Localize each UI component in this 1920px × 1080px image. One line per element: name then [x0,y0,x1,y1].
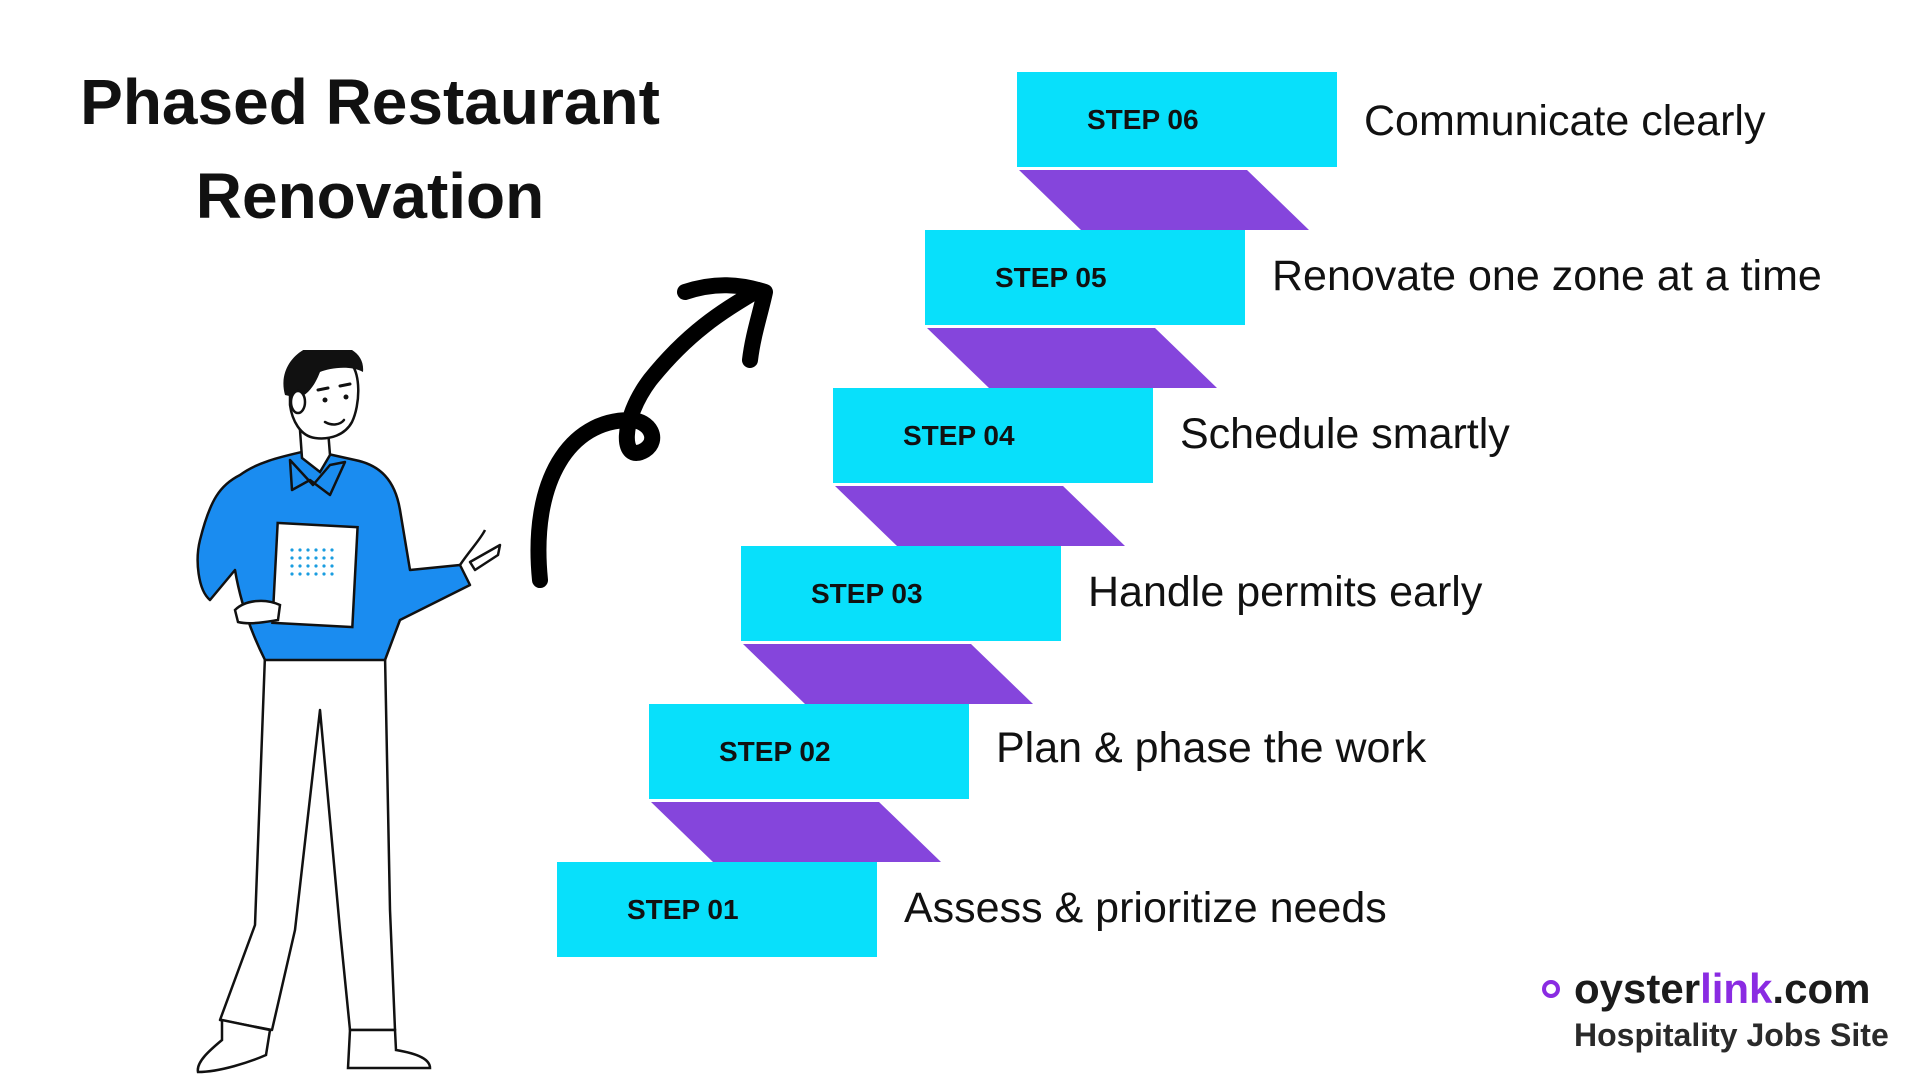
eyebrows [316,382,352,392]
step-text-01: Assess & prioritize needs [904,884,1387,932]
logo-brand-accent: link [1700,965,1773,1012]
step-box-04: STEP 04 [833,388,1153,483]
eye [322,397,328,403]
connector-3-4 [835,486,1125,546]
connector-4-5 [927,328,1217,388]
step-box-01: STEP 01 [557,862,877,957]
hair [283,350,364,398]
holding-hand [233,599,282,625]
step-label: STEP 05 [995,261,1107,293]
logo-brand-prefix: oyster [1574,965,1701,1012]
oysterlink-logo-icon [1542,980,1560,998]
step-text-05: Renovate one zone at a time [1272,252,1822,300]
step-box-05: STEP 05 [925,230,1245,325]
connector-5-6 [1019,170,1309,230]
step-text-04: Schedule smartly [1180,410,1510,458]
title-line-2: Renovation [195,160,545,232]
collar [288,458,347,497]
connector-2-3 [743,644,1033,704]
document-dots [290,548,334,576]
logo-tagline: Hospitality Jobs Site [1574,1017,1889,1053]
step-text-03: Handle permits early [1088,568,1483,616]
step-label: STEP 04 [903,419,1015,451]
step-text-06: Communicate clearly [1364,97,1766,145]
left-shoe [196,1018,272,1074]
logo-brand-suffix: .com [1772,965,1871,1012]
page-title: Phased Restaurant Renovation [50,55,690,243]
step-label: STEP 01 [627,893,739,925]
connector-1-2 [651,802,941,862]
open-hand [458,529,502,572]
right-shoe [346,1028,432,1070]
step-box-03: STEP 03 [741,546,1061,641]
step-label: STEP 06 [1087,103,1199,135]
ear [289,389,307,415]
eye [343,394,349,400]
step-box-02: STEP 02 [649,704,969,799]
mouth [323,418,346,426]
step-label: STEP 03 [811,577,923,609]
step-label: STEP 02 [719,735,831,767]
curved-arrow-icon [530,277,773,588]
step-box-06: STEP 06 [1017,72,1337,167]
title-line-1: Phased Restaurant [80,66,660,138]
trousers [218,653,397,1032]
presenter-illustration [196,350,502,1074]
step-text-02: Plan & phase the work [996,724,1427,772]
